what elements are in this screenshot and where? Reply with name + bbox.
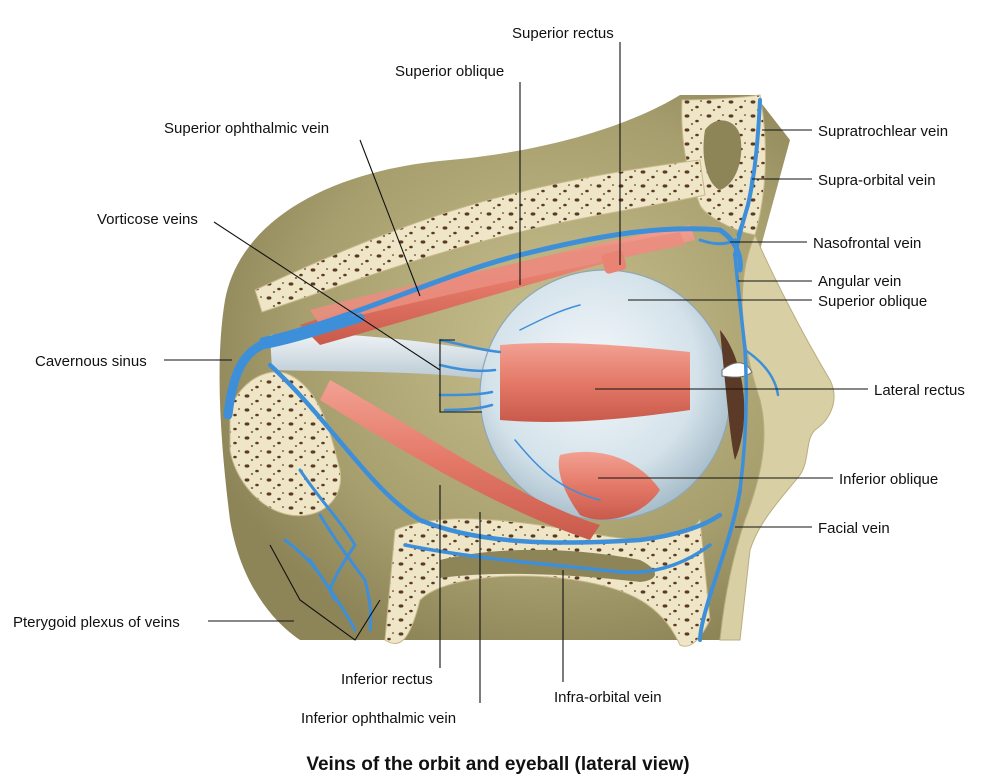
leader-vorticose-veins [213, 221, 441, 371]
label-supra-orbital-vein: Supra-orbital vein [818, 172, 936, 189]
label-vorticose-veins: Vorticose veins [97, 211, 198, 228]
veins [223, 98, 780, 642]
face-profile [719, 233, 835, 641]
leader-lines [164, 42, 868, 703]
vorticose-vein-4 [443, 403, 494, 412]
cavernous-sinus-vein [223, 313, 365, 420]
label-superior-rectus: Superior rectus [512, 25, 614, 42]
inferior-oblique-muscle [558, 451, 660, 520]
nasal-vein-branch [743, 348, 780, 397]
label-inferior-rectus: Inferior rectus [341, 671, 433, 688]
supra-orbital-vein-path [736, 176, 754, 237]
facial-vein-path [698, 488, 742, 642]
vorticose-vein-3 [438, 390, 494, 397]
pterygoid-bracket [269, 544, 381, 641]
label-superior-ophthalmic-vein: Superior ophthalmic vein [164, 120, 329, 137]
superior-ophthalmic-vein-path [259, 226, 743, 343]
superior-oblique-muscle [310, 232, 685, 325]
infra-orbital-vein-path [403, 543, 712, 575]
orbital-roof-bone [254, 159, 706, 313]
label-inferior-ophthalmic-vein: Inferior ophthalmic vein [301, 710, 456, 727]
leader-superior-ophthalmic-vein [359, 139, 421, 297]
frontal-sinus [703, 120, 742, 190]
label-cavernous-sinus: Cavernous sinus [35, 353, 147, 370]
eyeball-surface-vein [514, 304, 601, 501]
pterygoid-plexus-path [283, 468, 373, 632]
label-angular-vein: Angular vein [818, 273, 901, 290]
label-superior-oblique-right: Superior oblique [818, 293, 927, 310]
label-facial-vein: Facial vein [818, 520, 890, 537]
vorticose-bracket [439, 339, 482, 413]
label-pterygoid-plexus: Pterygoid plexus of veins [13, 614, 180, 631]
vorticose-vein-1 [438, 338, 502, 354]
optic-nerve [270, 333, 492, 380]
cornea [720, 330, 745, 460]
inferior-rectus-muscle [320, 380, 600, 540]
label-nasofrontal-vein: Nasofrontal vein [813, 235, 921, 252]
label-supratrochlear-vein: Supratrochlear vein [818, 123, 948, 140]
lateral-rectus-muscle [500, 342, 690, 422]
label-lateral-rectus: Lateral rectus [874, 382, 965, 399]
label-superior-oblique-top: Superior oblique [395, 63, 504, 80]
vorticose-vein-2 [438, 363, 497, 373]
nasofrontal-vein-path [698, 238, 737, 246]
figure-caption: Veins of the orbit and eyeball (lateral … [306, 754, 689, 775]
label-infra-orbital-vein: Infra-orbital vein [554, 689, 662, 706]
label-inferior-oblique: Inferior oblique [839, 471, 938, 488]
inferior-ophthalmic-vein-path [267, 362, 723, 545]
